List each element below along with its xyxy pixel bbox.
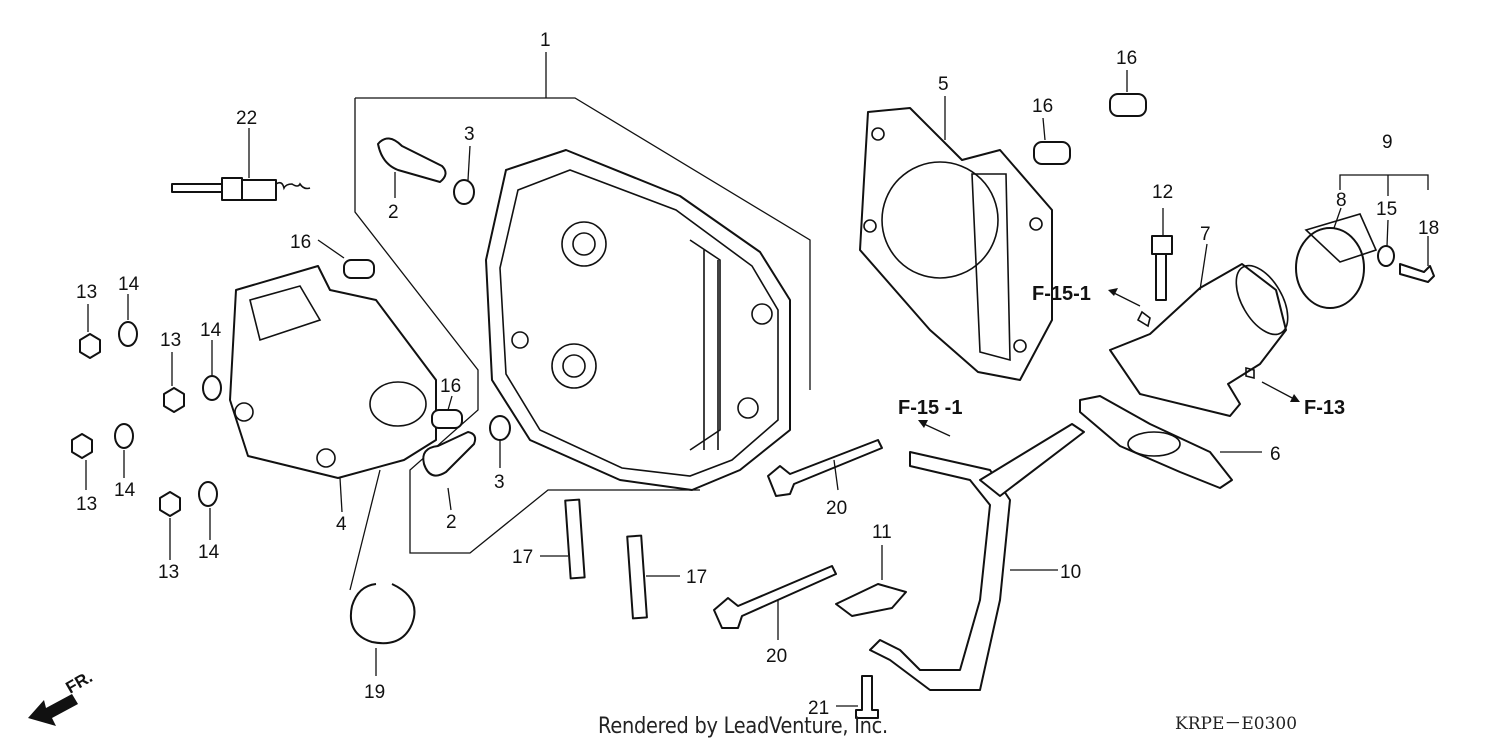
callout-16: 16 <box>1032 96 1053 117</box>
callout-5: 5 <box>938 74 949 95</box>
callout-13: 13 <box>158 562 179 583</box>
callout-14: 14 <box>114 480 136 501</box>
head-cover <box>229 265 437 513</box>
callout-17: 17 <box>686 567 707 588</box>
callout-21: 21 <box>808 698 829 719</box>
bolt-21 <box>836 675 879 719</box>
callout-14: 14 <box>118 274 140 295</box>
callout-7: 7 <box>1200 224 1211 245</box>
callout-13: 13 <box>160 330 181 351</box>
head-gasket <box>859 96 1053 381</box>
head-bolts <box>713 439 883 640</box>
callout-16: 16 <box>1116 48 1137 69</box>
spark-plug <box>171 128 311 201</box>
callout-16: 16 <box>290 232 311 253</box>
reference-arrows <box>918 288 1300 437</box>
callout-9: 9 <box>1382 132 1393 153</box>
callout-14: 14 <box>198 542 220 563</box>
callout-17: 17 <box>512 547 533 568</box>
callout-20: 20 <box>766 646 787 667</box>
part-1-group-bracket <box>354 52 811 554</box>
callout-10: 10 <box>1060 562 1081 583</box>
ref-f-13: F-13 <box>1304 397 1345 419</box>
callout-8: 8 <box>1336 190 1347 211</box>
front-label: FR. <box>63 667 96 697</box>
callout-3: 3 <box>494 472 505 493</box>
footer-credit: Rendered by LeadVenture, Inc. <box>598 714 888 739</box>
callout-13: 13 <box>76 494 97 515</box>
studs <box>540 498 680 620</box>
pipe-gasket <box>835 545 907 617</box>
callout-4: 4 <box>336 514 347 535</box>
bolt-12 <box>1151 208 1173 301</box>
nuts-and-washers <box>71 294 222 560</box>
callout-11: 11 <box>872 522 892 543</box>
diagram-code: KRPE－E0300 <box>1175 714 1298 734</box>
front-orientation-arrow <box>28 694 78 726</box>
circlip <box>349 469 416 676</box>
callout-labels: 1 2 2 3 3 4 5 6 7 8 9 10 11 12 13 13 13 … <box>63 30 1440 719</box>
callout-6: 6 <box>1270 444 1281 465</box>
callout-12: 12 <box>1152 182 1173 203</box>
callout-19: 19 <box>364 682 385 703</box>
callout-2: 2 <box>388 202 399 223</box>
o-rings <box>453 145 511 468</box>
intake-gasket <box>1079 395 1262 489</box>
callout-2: 2 <box>446 512 457 533</box>
callout-3: 3 <box>464 124 475 145</box>
callout-18: 18 <box>1418 218 1439 239</box>
callout-22: 22 <box>236 108 257 129</box>
ref-f-15-1-lower: F-15 -1 <box>898 397 962 419</box>
callout-15: 15 <box>1376 199 1397 220</box>
clamp-assembly <box>1295 174 1435 309</box>
callout-1: 1 <box>540 30 551 51</box>
callout-20: 20 <box>826 498 847 519</box>
dowel-pins <box>317 70 1147 429</box>
ref-f-15-1-upper: F-15-1 <box>1032 283 1091 305</box>
intake-pipe <box>1109 243 1289 417</box>
callout-16: 16 <box>440 376 461 397</box>
cylinder-head <box>485 149 791 491</box>
water-pipe <box>869 423 1085 691</box>
valve-guides <box>377 137 477 511</box>
callout-14: 14 <box>200 320 222 341</box>
callout-13: 13 <box>76 282 97 303</box>
